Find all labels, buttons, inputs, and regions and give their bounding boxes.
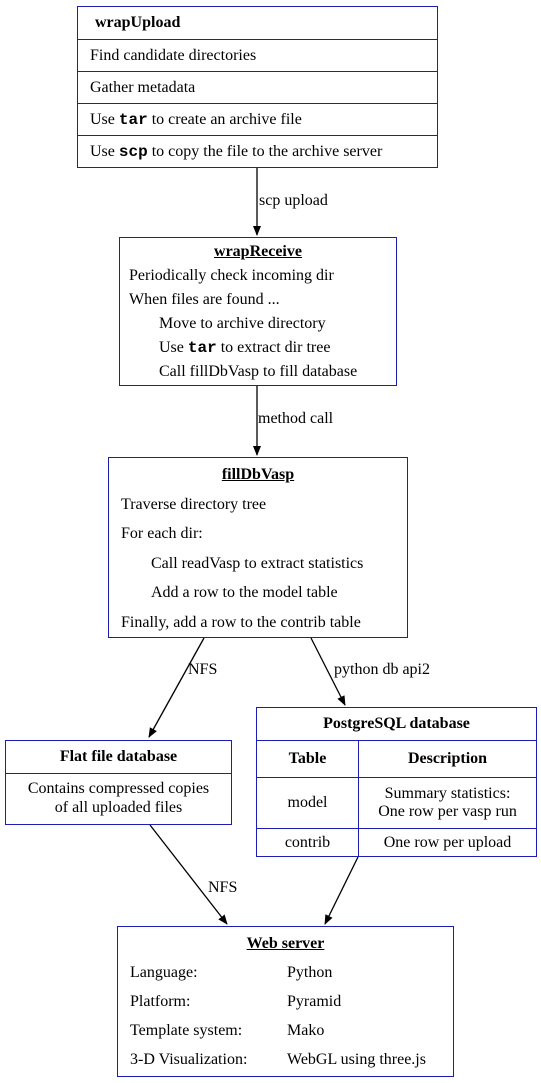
list-item: Language: Python [118,958,453,987]
node-wrapreceive-line-call: Call fillDbVasp to fill database [159,363,358,380]
tar-command: tar [187,339,217,357]
scp-row-pre: Use [90,143,119,160]
node-postgres: PostgreSQL database Table Description mo… [256,707,537,857]
node-flatfile: Flat file database Contains compressed c… [5,740,232,825]
node-filldbvasp-line-readvasp: Call readVasp to extract statistics [151,554,364,572]
node-wrapreceive: wrapReceive Periodically check incoming … [119,237,397,386]
node-wrapreceive-line-check: Periodically check incoming dir [129,267,334,284]
header-description: Description [407,750,488,767]
node-wrapupload-row-tar: Use tar to create an archive file [78,103,437,135]
list-item: 3-D Visualization: WebGL using three.js [118,1045,453,1074]
list-item: Platform: Pyramid [118,987,453,1016]
node-filldbvasp: fillDbVasp Traverse directory tree For e… [108,457,408,638]
node-flatfile-title: Flat file database [59,748,178,765]
node-webserver: Web server Language: Python Platform: Pyra… [117,926,454,1077]
tar-line-pre: Use [159,339,188,356]
node-filldbvasp-line-foreach: For each dir: [121,525,203,542]
postgres-table: Table Description model Summary statisti… [257,741,536,857]
cell-desc-model-line2: One row per vasp run [378,803,517,820]
tar-row-post: to create an archive file [147,111,302,128]
edge-label-nfs-left: NFS [188,661,218,678]
cell-table-model: model [257,777,359,829]
node-filldbvasp-line-model: Add a row to the model table [151,584,338,601]
node-filldbvasp-title: fillDbVasp [221,466,295,483]
edge-label-scp-upload: scp upload [259,192,328,209]
node-wrapreceive-line-move: Move to archive directory [159,315,326,332]
list-item: Template system: Mako [118,1016,453,1045]
prop-value-platform: Pyramid [287,993,342,1010]
cell-desc-model-line1: Summary statistics: [384,785,511,802]
prop-key-language: Language: [130,964,198,981]
prop-value-language: Python [287,964,333,981]
table-row: model Summary statistics: One row per va… [257,777,536,829]
node-wrapreceive-line-tar: Use tar to extract dir tree [120,336,396,360]
cell-desc-contrib: One row per upload [358,828,536,857]
header-table: Table [257,741,359,778]
node-wrapupload-row-gather: Gather metadata [78,71,437,103]
edge-filldbvasp-to-flatfile [148,637,205,738]
edge-label-nfs-bottom: NFS [208,879,238,896]
tar-command: tar [118,111,148,129]
node-filldbvasp-line-contrib: Finally, add a row to the contrib table [121,613,361,631]
node-wrapupload-title: wrapUpload [95,14,181,31]
prop-value-visualization: WebGL using three.js [287,1051,426,1068]
scp-command: scp [118,143,148,161]
cell-desc-model: Summary statistics: One row per vasp run [358,777,536,829]
table-row: Table Description [257,741,536,778]
prop-key-visualization: 3-D Visualization: [130,1051,248,1068]
node-wrapreceive-line-found: When files are found ... [129,291,280,308]
node-wrapupload-row-find: Find candidate directories [78,39,437,71]
edge-label-method-call: method call [258,410,334,427]
node-postgres-title: PostgreSQL database [257,708,536,741]
node-flatfile-body-line2: of all uploaded files [54,799,183,816]
node-filldbvasp-line-traverse: Traverse directory tree [121,495,267,513]
node-flatfile-body-line1: Contains compressed copies [27,780,210,797]
cell-table-contrib: contrib [257,828,359,857]
tar-row-pre: Use [90,111,119,128]
node-wrapupload: wrapUpload Find candidate directories Ga… [77,6,438,168]
node-flatfile-body: Contains compressed copies of all upload… [6,773,231,824]
node-wrapupload-row-scp: Use scp to copy the file to the archive … [78,135,437,167]
edge-label-python-db: python db api2 [334,661,430,678]
prop-key-platform: Platform: [130,993,191,1010]
edge-postgres-to-webserver [324,856,359,925]
prop-key-template: Template system: [130,1022,243,1039]
tar-line-post: to extract dir tree [216,339,331,356]
table-row: contrib One row per upload [257,828,536,857]
prop-value-template: Mako [287,1022,325,1039]
node-webserver-title: Web server [246,935,325,952]
scp-row-post: to copy the file to the archive server [147,143,383,160]
node-wrapreceive-title: wrapReceive [214,243,302,260]
edge-flatfile-to-webserver [149,824,228,925]
